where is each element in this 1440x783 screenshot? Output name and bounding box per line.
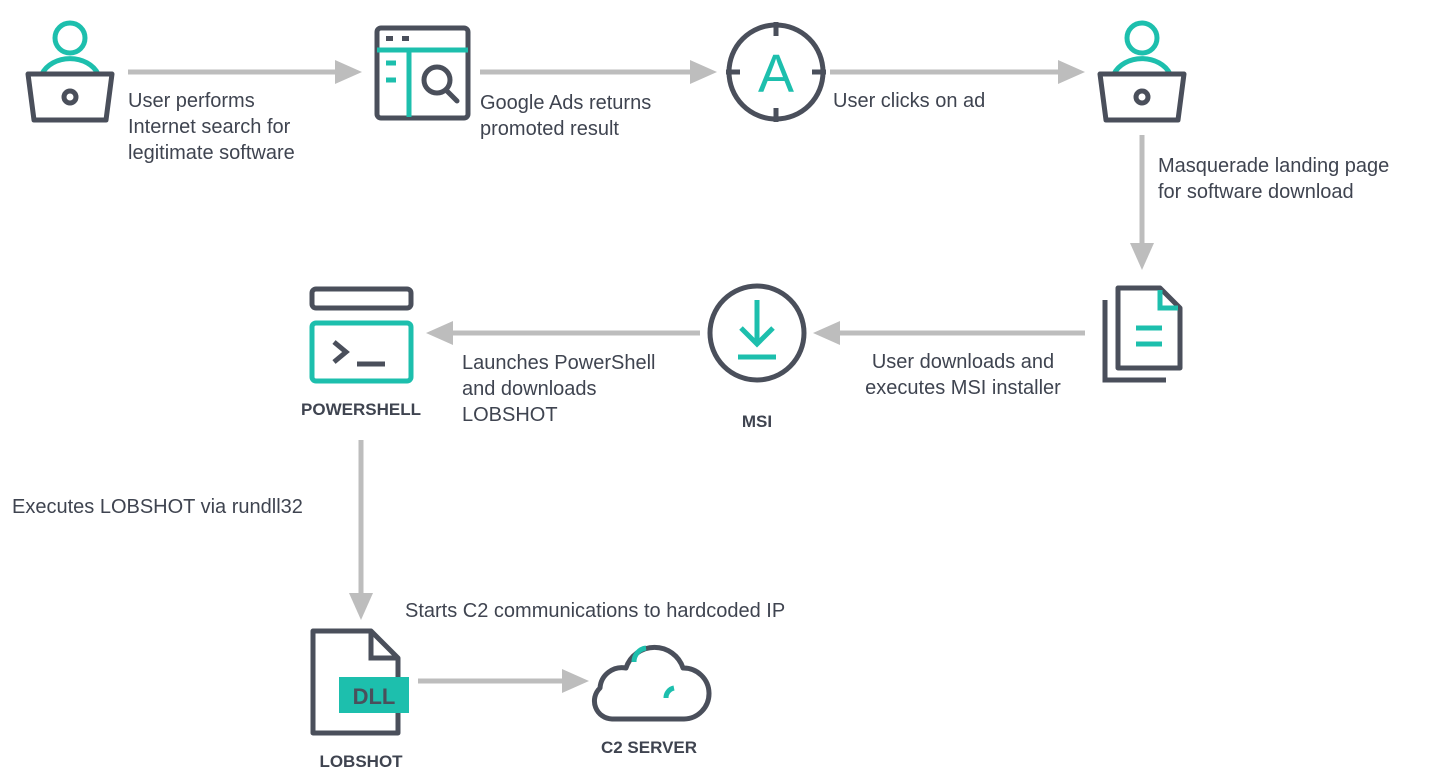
arrow-powershell-to-lobshot [349,440,373,620]
user-laptop-icon [1097,20,1187,123]
text-line: Executes LOBSHOT via rundll32 [12,496,303,518]
text-line: User downloads and [871,351,1055,373]
step-5-text: User downloads and executes MSI installe… [850,349,1076,401]
step-3-text: User clicks on ad [833,88,985,114]
step-2-text: Google Ads returns promoted result [480,90,651,142]
step-8-text: Starts C2 communications to hardcoded IP [405,598,785,624]
text-line: Google Ads returns [480,92,652,114]
text-line: LOBSHOT [462,404,558,426]
browser-search-icon [374,25,471,121]
powershell-terminal-icon [309,286,414,384]
arrow-click-to-user [830,60,1085,84]
step-4-text: Masquerade landing page for software dow… [1158,153,1389,205]
arrows [128,60,1154,693]
step-1-text: User performs Internet search for legiti… [128,88,295,166]
lobshot-label: LOBSHOT [319,752,403,771]
msi-label: MSI [741,412,773,431]
download-circle-icon [707,283,807,383]
dll-file-icon: DLL [310,628,409,736]
step-7-text: Executes LOBSHOT via rundll32 [12,494,303,520]
ad-target-icon: A [726,22,826,122]
text-line: for software download [1158,181,1354,203]
cloud-server-icon [591,644,712,722]
documents-icon [1102,285,1183,383]
text-line: legitimate software [128,142,295,164]
text-line: User clicks on ad [833,90,986,112]
dll-label: DLL [353,684,396,709]
text-line: Internet search for [128,116,291,138]
text-line: and downloads [462,378,597,400]
arrow-lobshot-to-c2 [418,669,589,693]
powershell-label: POWERSHELL [301,400,421,419]
arrow-search-to-ads [128,60,362,84]
c2-server-label: C2 SERVER [600,738,698,757]
ad-letter: A [758,44,794,104]
text-line: Starts C2 communications to hardcoded IP [405,600,786,622]
user-laptop-icon [25,20,115,123]
arrow-docs-to-msi [813,321,1085,345]
arrow-ads-to-click [480,60,717,84]
text-line: promoted result [480,118,619,140]
arrow-msi-to-powershell [426,321,700,345]
arrow-user-to-docs [1130,135,1154,270]
text-line: Masquerade landing page [1158,155,1390,177]
text-line: Launches PowerShell [462,352,656,374]
step-6-text: Launches PowerShell and downloads LOBSHO… [462,350,655,428]
text-line: User performs [128,90,255,112]
text-line: executes MSI installer [865,377,1061,399]
